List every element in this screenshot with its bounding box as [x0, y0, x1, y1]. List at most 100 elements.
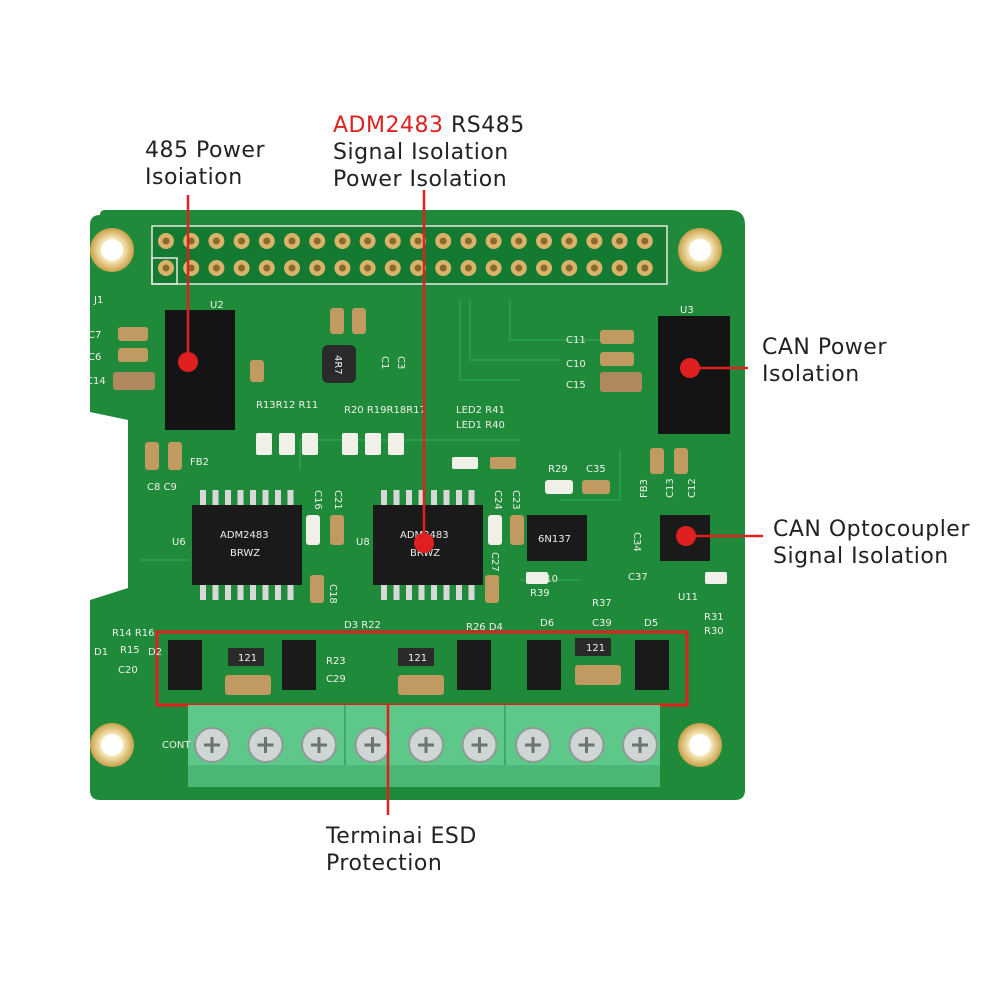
u6-chip-text-2: BRWZ: [230, 548, 260, 559]
silk-d5: D5: [644, 618, 658, 629]
silk-fb3: FB3: [639, 479, 650, 498]
chip-pin: [381, 584, 387, 600]
gpio-pin: [464, 264, 472, 272]
gpio-pin: [338, 237, 346, 245]
silk-c34: C34: [631, 532, 642, 552]
chip-pin: [443, 584, 450, 600]
silk-d3r22: D3 R22: [344, 620, 381, 631]
gpio-pin: [515, 237, 523, 245]
screw-slot: [311, 737, 327, 753]
silk-c14: C14: [86, 376, 106, 387]
label-adm2483: ADM2483 RS485 Signal Isolation Power Iso…: [333, 112, 525, 193]
pcb-traces: [140, 300, 621, 581]
gpio-pin: [616, 264, 624, 272]
gpio-pin: [162, 237, 170, 245]
silk-c21: C21: [332, 490, 343, 510]
gpio-pin: [212, 264, 220, 272]
u6-chip: ADM2483 BRWZ: [192, 490, 302, 600]
silk-u11: U11: [678, 592, 698, 603]
label-esd-line1: Terminai ESD: [326, 824, 477, 849]
gpio-pin: [490, 264, 498, 272]
screw-slot: [525, 737, 541, 753]
screw-slot: [364, 737, 381, 753]
silk-u8: U8: [356, 537, 370, 548]
resistor-mark-3: 121: [586, 643, 605, 654]
gpio-pin: [338, 264, 346, 272]
gpio-pin: [590, 237, 598, 245]
label-can-opto-line1: CAN Optocoupler: [773, 517, 970, 542]
gpio-pin: [439, 264, 447, 272]
smd-components: [113, 308, 727, 603]
silk-d1: D1: [94, 647, 108, 658]
chip-pin: [225, 490, 231, 506]
silk-c23: C23: [510, 490, 521, 510]
silk-c10: C10: [566, 359, 586, 370]
gpio-pin: [263, 264, 271, 272]
gpio-pin: [439, 237, 447, 245]
silk-u10: U10: [538, 574, 558, 585]
silk-d2: D2: [148, 647, 162, 658]
chip-pin: [381, 490, 387, 506]
gpio-pin: [162, 264, 170, 272]
label-esd-line2: Protection: [326, 851, 443, 876]
silk-led1r40: LED1 R40: [456, 420, 505, 431]
inductor-4r7: [322, 345, 356, 383]
chip-pin: [250, 584, 256, 600]
gpio-header: [151, 225, 668, 285]
silk-c3: C3: [395, 356, 406, 369]
silk-u6: U6: [172, 537, 186, 548]
silk-d6: D6: [540, 618, 554, 629]
chip-pin: [443, 490, 450, 506]
silk-r15: R15: [120, 645, 140, 656]
chip-pin: [212, 584, 219, 600]
silk-fb2: FB2: [190, 457, 209, 468]
chip-pin: [287, 490, 294, 506]
silk-c13: C13: [665, 478, 676, 498]
chip-pin: [287, 584, 294, 600]
label-can-opto: CAN Optocoupler Signal Isolation: [773, 516, 970, 570]
silk-c11: C11: [566, 335, 586, 346]
silk-c1: C1: [379, 356, 390, 369]
silk-r31: R31: [704, 612, 724, 623]
screw-slot: [204, 737, 220, 753]
silkscreen-labels: J1 U2 U3 C7 C6 C14 C8 C9 FB2 R13R12 R11 …: [86, 295, 724, 751]
silk-j1: J1: [93, 295, 103, 306]
chip-pin: [468, 490, 475, 506]
silk-c39: C39: [592, 618, 612, 629]
chip-pin: [250, 490, 256, 506]
silk-c37: C37: [628, 572, 648, 583]
u8-chip-text-2: BRWZ: [410, 548, 440, 559]
silk-cont: CONT: [162, 740, 191, 751]
gpio-pin: [187, 237, 195, 245]
resistor-mark-1: 121: [238, 653, 257, 664]
silk-c18: C18: [327, 584, 338, 604]
label-can-opto-line2: Signal Isolation: [773, 544, 949, 569]
terminal-block: [188, 705, 660, 787]
esd-components: 121 121 121: [168, 638, 669, 695]
chip-pin: [468, 584, 475, 600]
gpio-pin: [238, 237, 246, 245]
u10-chip-text: 6N137: [538, 534, 571, 545]
label-485-power-line2: Isoiation: [145, 165, 243, 190]
chip-pin: [237, 490, 244, 506]
chip-pin: [275, 490, 281, 506]
silk-r13r12r11: R13R12 R11: [256, 400, 318, 411]
silk-c15: C15: [566, 380, 586, 391]
silk-r39: R39: [530, 588, 550, 599]
gpio-pin: [565, 264, 573, 272]
chip-pin: [200, 584, 206, 600]
silk-r20r19r18r17: R20 R19R18R17: [344, 405, 426, 416]
u2-module: [165, 310, 235, 430]
chip-pin: [418, 490, 425, 506]
chip-pin: [456, 490, 462, 506]
silk-u2: U2: [210, 300, 224, 311]
gpio-pin: [590, 264, 598, 272]
gpio-pin: [565, 237, 573, 245]
silk-c27: C27: [489, 552, 500, 572]
gpio-pin: [540, 264, 548, 272]
silk-r37: R37: [592, 598, 612, 609]
chip-pin: [431, 490, 437, 506]
label-485-power-line1: 485 Power: [145, 138, 265, 163]
silk-c24: C24: [492, 490, 503, 510]
